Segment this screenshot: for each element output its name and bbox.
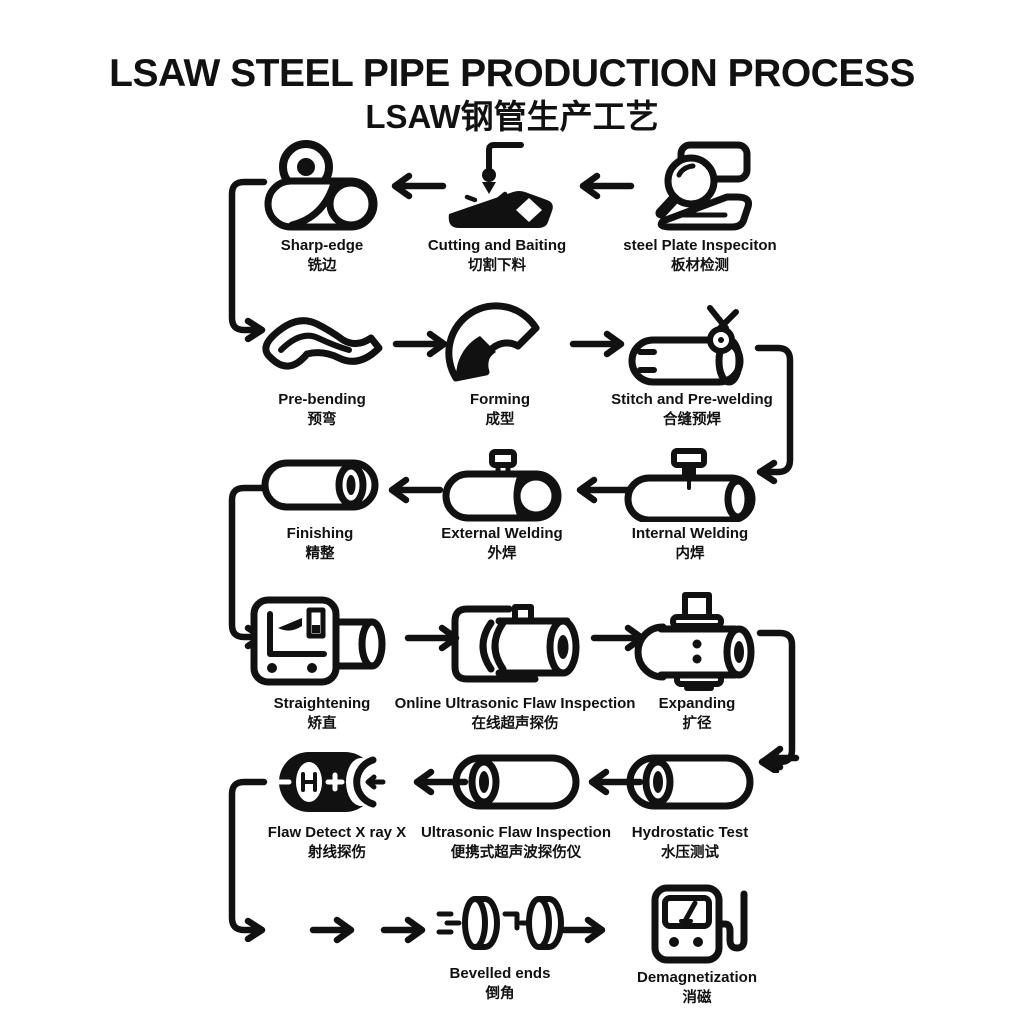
- step-label-en: Sharp-edge: [280, 237, 364, 254]
- pipe-scanner-icon: [375, 592, 655, 690]
- arrow-left-icon: [573, 172, 637, 200]
- step-straightening: Straightening 矫直: [182, 592, 462, 734]
- step-label-zh: 合缝预焊: [663, 412, 721, 428]
- step-label-zh: 在线超声探伤: [471, 716, 559, 732]
- pipe-expander-icon: [557, 592, 837, 691]
- step-label-en: Online Ultrasonic Flaw Inspection: [394, 695, 636, 712]
- step-label-en: Pre-bending: [278, 391, 366, 408]
- step-label-zh: 扩径: [682, 716, 712, 732]
- step-label-en: Ultrasonic Flaw Inspection: [420, 824, 612, 841]
- step-label-en: steel Plate Inspeciton: [623, 237, 777, 254]
- step-label-zh: 铣边: [307, 258, 337, 274]
- step-bevelled-ends: Bevelled ends 倒角: [360, 888, 640, 1004]
- step-label-zh: 切割下料: [468, 258, 526, 274]
- step-label-zh: 倒角: [485, 986, 515, 1002]
- step-cutting-baiting: Cutting and Baiting 切割下料: [357, 140, 637, 276]
- arrow-right-icon: [390, 330, 454, 358]
- arrow-left-icon: [570, 476, 634, 504]
- step-online-ultrasonic: Online Ultrasonic Flaw Inspection 在线超声探伤: [375, 592, 655, 734]
- diagram-title: LSAW STEEL PIPE PRODUCTION PROCESS LSAW钢…: [0, 52, 1024, 138]
- step-label-en: Hydrostatic Test: [631, 824, 749, 841]
- step-label-zh: 水压测试: [661, 845, 719, 861]
- milling-wheel-icon: [182, 140, 462, 232]
- connector-down-left-icon: [222, 772, 272, 942]
- arrow-right-icon: [567, 330, 631, 358]
- step-label-zh: 精整: [305, 546, 335, 562]
- step-pre-bending: Pre-bending 预弯: [182, 302, 462, 430]
- step-internal-welding: Internal Welding 内焊: [550, 448, 830, 564]
- step-hydrostatic-test: Hydrostatic Test 水压测试: [550, 745, 830, 863]
- title-english: LSAW STEEL PIPE PRODUCTION PROCESS: [109, 52, 915, 95]
- step-forming: Forming 成型: [360, 302, 640, 430]
- arrow-right-icon: [558, 916, 612, 944]
- connector-down-left-icon: [222, 172, 272, 344]
- step-external-welding: External Welding 外焊: [362, 449, 642, 564]
- step-label-zh: 成型: [485, 412, 515, 428]
- magnifier-plate-icon: [560, 140, 840, 232]
- step-label-zh: 预弯: [307, 412, 337, 428]
- title-chinese: LSAW钢管生产工艺: [365, 98, 659, 135]
- straightener-machine-icon: [182, 592, 462, 690]
- demagnetizer-icon: [557, 882, 837, 964]
- arrow-right-icon: [307, 916, 361, 944]
- step-stitch-prewelding: Stitch and Pre-welding 合缝预焊: [552, 302, 832, 430]
- step-demagnetization: Demagnetization 消磁: [557, 882, 837, 1008]
- step-label-en: External Welding: [441, 525, 563, 542]
- step-expanding: Expanding 扩径: [557, 592, 837, 734]
- step-label-en: Forming: [470, 391, 530, 408]
- arrow-left-icon: [760, 745, 800, 771]
- step-label-en: Straightening: [273, 695, 371, 712]
- pipe-welder-inside-icon: [550, 448, 830, 522]
- step-xray-flaw-detect: Flaw Detect X ray X 射线探伤: [197, 745, 477, 863]
- step-ultrasonic-inspection: Ultrasonic Flaw Inspection 便携式超声波探伤仪: [376, 745, 656, 863]
- step-label-zh: 内焊: [675, 546, 705, 562]
- step-label-en: Cutting and Baiting: [427, 237, 567, 254]
- pipe-torch-icon: [552, 302, 832, 386]
- pipe-welder-outside-icon: [362, 449, 642, 522]
- arrow-left-icon: [385, 172, 449, 200]
- step-label-en: Flaw Detect X ray X: [267, 824, 407, 841]
- curved-sheet-icon: [360, 302, 640, 386]
- pipe-icon: [550, 745, 830, 819]
- step-label-en: Expanding: [658, 695, 736, 712]
- xray-pipe-icon: [197, 745, 477, 819]
- step-label-en: Demagnetization: [636, 969, 757, 986]
- step-label-zh: 板材检测: [671, 258, 729, 274]
- step-sharp-edge: Sharp-edge 铣边: [182, 140, 462, 276]
- connector-down-right-icon: [750, 338, 800, 486]
- bent-sheet-icon: [182, 302, 462, 386]
- step-label-en: Stitch and Pre-welding: [611, 391, 773, 408]
- step-label-en: Bevelled ends: [449, 965, 551, 982]
- step-label-zh: 矫直: [307, 716, 337, 732]
- step-label-zh: 消磁: [682, 990, 712, 1006]
- pipe-icon: [376, 745, 656, 819]
- step-label-en: Finishing: [286, 525, 354, 542]
- bevel-rings-icon: [360, 888, 640, 960]
- step-label-zh: 便携式超声波探伤仪: [450, 845, 582, 861]
- step-label-zh: 射线探伤: [308, 845, 366, 861]
- step-label-zh: 外焊: [487, 546, 517, 562]
- step-label-en: Internal Welding: [631, 525, 749, 542]
- laser-cutter-icon: [357, 140, 637, 232]
- arrow-left-icon: [382, 476, 446, 504]
- arrow-right-icon: [378, 916, 432, 944]
- step-plate-inspection: steel Plate Inspeciton 板材检测: [560, 140, 840, 276]
